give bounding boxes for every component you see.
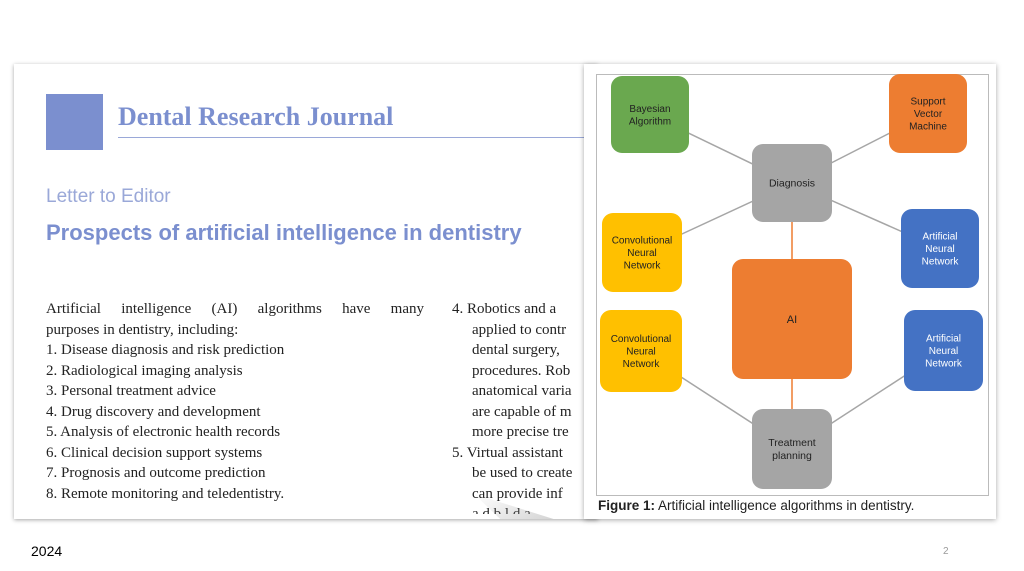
text-line: applied to contr (472, 321, 567, 338)
list-item: 1. Disease diagnosis and risk prediction (46, 342, 285, 358)
journal-logo (46, 94, 103, 150)
node-diagnosis: Diagnosis (752, 144, 832, 222)
node-box (602, 213, 682, 292)
journal-name: Dental Research Journal (118, 102, 394, 131)
node-box (901, 209, 979, 288)
article-title: Prospects of artificial intelligence in … (46, 220, 522, 245)
right-column: 4. Robotics and a applied to contr denta… (452, 299, 598, 514)
node-ai: AI (732, 259, 852, 379)
figure-frame (596, 74, 989, 496)
list-item: 5. Analysis of electronic health records (46, 424, 281, 440)
node-box (752, 144, 832, 222)
text-line: more precise tre (472, 424, 569, 440)
node-box (752, 409, 832, 489)
figure-caption-text: Artificial intelligence algorithms in de… (655, 498, 915, 513)
node-box (889, 74, 967, 153)
text-line: 4. Robotics and a (452, 301, 557, 317)
uses-list: 1. Disease diagnosis and risk prediction… (46, 340, 424, 504)
intro-line-cont: purposes in dentistry, including: (46, 321, 239, 338)
slide-number: 2 (943, 546, 949, 557)
list-item: 8. Remote monitoring and teledentistry. (46, 485, 285, 502)
list-item: 2. Radiological imaging analysis (46, 362, 243, 379)
list-item: 3. Personal treatment advice (46, 383, 216, 399)
text-line: procedures. Rob (472, 362, 571, 379)
left-column: Artificial intelligence (AI) algorithms … (46, 299, 424, 504)
text-line: dental surgery, (472, 342, 560, 358)
text-line: 5. Virtual assistant (452, 444, 563, 461)
header-rule (118, 137, 598, 138)
node-box (600, 310, 682, 392)
section-label: Letter to Editor (46, 186, 171, 207)
figure-caption: Figure 1: Artificial intelligence algori… (598, 498, 914, 513)
list-item: 7. Prognosis and outcome prediction (46, 465, 266, 481)
list-item: 6. Clinical decision support systems (46, 444, 263, 461)
node-label: AI (787, 314, 797, 326)
footer-year: 2024 (31, 543, 63, 559)
node-label: Diagnosis (769, 178, 815, 190)
intro-line: Artificial intelligence (AI) algorithms … (46, 301, 424, 317)
figure-caption-label: Figure 1: (598, 498, 656, 513)
article-page: Dental Research Journal Letter to Editor… (14, 64, 598, 519)
text-line: be used to create (472, 465, 573, 481)
list-item: 4. Drug discovery and development (46, 403, 261, 420)
text-line: anatomical varia (472, 383, 572, 399)
text-line: are capable of m (472, 403, 572, 420)
text-line: can provide inf (472, 485, 563, 502)
node-box (732, 259, 852, 379)
node-box (904, 310, 983, 391)
node-box (611, 76, 689, 153)
